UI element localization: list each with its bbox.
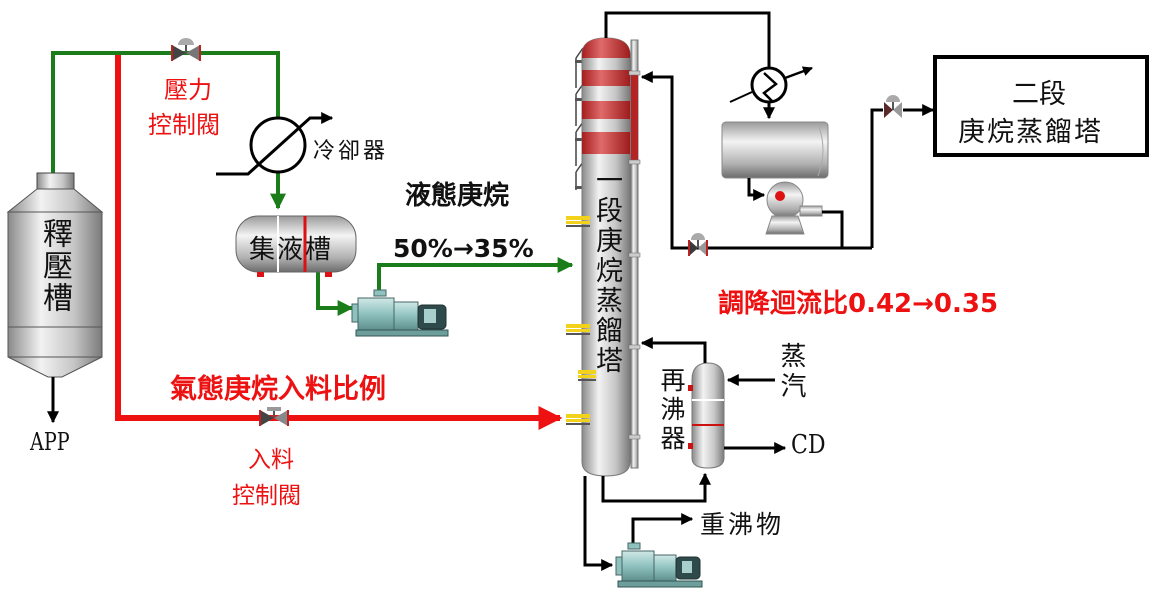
liquid-heptane-annotation: 液態庚烷 xyxy=(405,181,510,211)
app-stream-label: APP xyxy=(30,428,70,456)
reflux-ratio-annotation: 調降迴流比0.42→0.35 xyxy=(718,289,999,319)
feed-valve-label-line1: 入料 xyxy=(248,447,294,473)
drum-to-pump-line xyxy=(747,178,766,201)
liquid-pump[interactable] xyxy=(351,289,449,337)
reflux-line xyxy=(640,71,935,250)
second-column-box[interactable] xyxy=(933,55,1149,157)
heavy-boilers-stream-label: 重沸物 xyxy=(700,510,785,539)
liquid-ratio-annotation: 50%→35% xyxy=(393,234,534,260)
vapor-feed-line xyxy=(115,55,563,430)
bottoms-pump[interactable] xyxy=(615,542,703,588)
column-platforms xyxy=(566,216,596,425)
overhead-condenser[interactable] xyxy=(729,66,813,104)
feed-control-valve[interactable] xyxy=(259,407,289,426)
accumulator-drum[interactable] xyxy=(235,215,357,277)
pressure-valve-label-line2: 控制閥 xyxy=(148,111,220,139)
feed-valve-label-line2: 控制閥 xyxy=(232,483,301,509)
distillation-column[interactable] xyxy=(566,37,641,477)
column-label: 一段庚烷蒸餾塔 xyxy=(591,166,622,376)
cd-stream-label: CD xyxy=(791,430,826,460)
distillate-valve[interactable] xyxy=(884,95,902,118)
reflux-control-valve[interactable] xyxy=(688,233,708,256)
vapor-feed-ratio-annotation: 氣態庚烷入料比例 xyxy=(170,374,386,405)
vapor-line xyxy=(51,51,574,316)
reboiler-label: 再沸器 xyxy=(657,367,686,454)
pressure-control-valve[interactable] xyxy=(171,38,201,61)
column-ladder xyxy=(575,47,584,190)
second-column-label-line1: 二段 xyxy=(1012,79,1066,110)
reflux-drum[interactable] xyxy=(721,121,829,179)
condenser-label: 冷卻器 xyxy=(313,139,389,164)
reflux-pump[interactable] xyxy=(765,181,823,235)
steam-stream-label: 蒸汽 xyxy=(776,342,806,402)
flash-tank-label: 釋壓槽 xyxy=(37,218,72,314)
reboiler[interactable] xyxy=(688,362,725,469)
reboiler-lines xyxy=(583,337,787,571)
condenser[interactable] xyxy=(216,112,334,176)
pressure-valve-label-line1: 壓力 xyxy=(164,76,212,104)
second-column-label-line2: 庚烷蒸餾塔 xyxy=(958,117,1103,148)
accumulator-label: 集液槽 xyxy=(249,235,334,265)
flash-tank[interactable] xyxy=(6,172,104,378)
